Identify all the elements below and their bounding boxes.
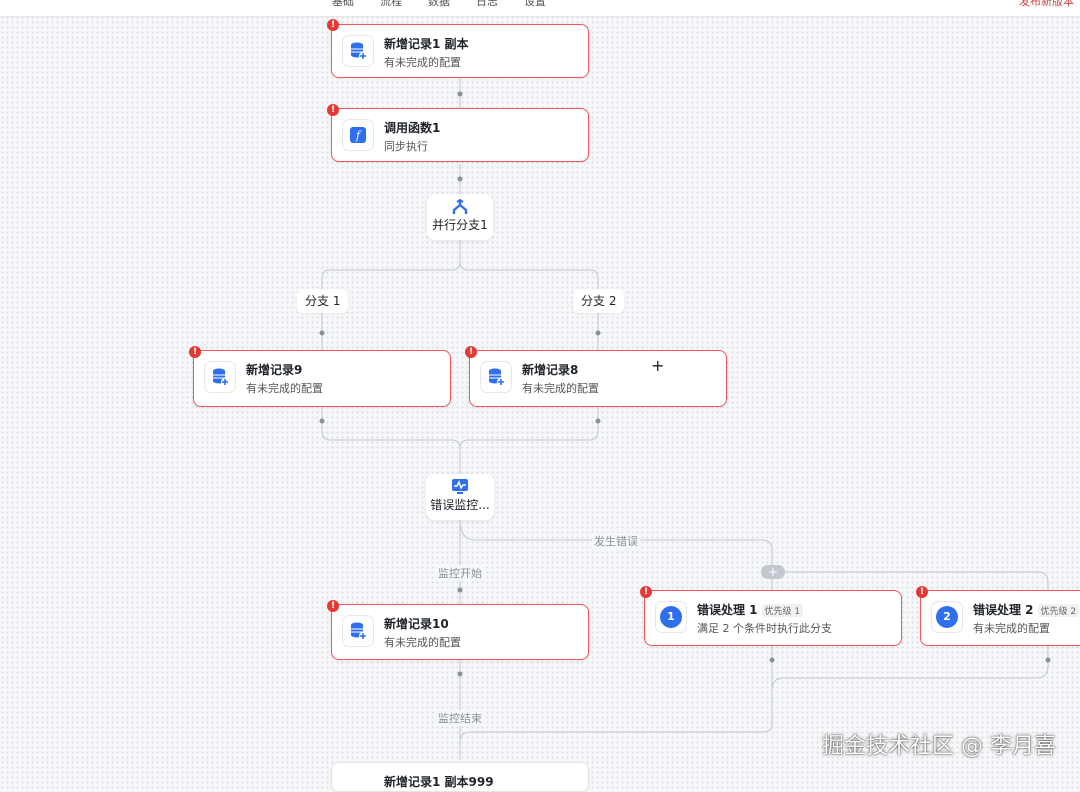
edge-label-monitor-start: 监控开始	[436, 565, 484, 581]
node-title: 调用函数1	[384, 121, 441, 135]
watermark: 掘金技术社区 @ 李月喜	[822, 734, 1056, 759]
svg-text:f: f	[355, 129, 362, 142]
node-error-monitor[interactable]: 错误监控...	[426, 474, 494, 520]
priority-badge: 优先级 2	[1037, 604, 1080, 617]
node-call-function[interactable]: f 调用函数1 同步执行	[331, 108, 589, 162]
toolbar-item[interactable]: 数据	[428, 0, 450, 8]
parallel-branch-icon	[452, 199, 468, 214]
warning-icon: !	[916, 586, 928, 598]
branch-label-2[interactable]: 分支 2	[573, 289, 625, 313]
toolbar-item[interactable]: 流程	[380, 0, 402, 8]
node-title: 新增记录10	[384, 617, 449, 631]
top-toolbar: 基础 流程 数据 日志 设置 发布新版本	[0, 0, 1080, 17]
node-add-record-8[interactable]: 新增记录8 有未完成的配置	[469, 350, 727, 407]
toolbar-item[interactable]: 日志	[476, 0, 498, 8]
database-add-icon	[342, 35, 374, 67]
node-title: 并行分支1	[432, 218, 488, 232]
warning-icon: !	[640, 586, 652, 598]
node-title: 错误监控...	[430, 498, 490, 512]
node-parallel-branch[interactable]: 并行分支1	[427, 194, 493, 240]
warning-icon: !	[327, 104, 339, 116]
number-2-icon: 2	[931, 601, 963, 633]
node-title: 新增记录9	[246, 363, 303, 377]
toolbar-item[interactable]: 设置	[524, 0, 546, 8]
node-title: 新增记录1 副本999	[384, 775, 494, 789]
node-add-record-9[interactable]: 新增记录9 有未完成的配置	[193, 350, 451, 407]
node-status: 同步执行	[384, 140, 428, 153]
branch-label-1[interactable]: 分支 1	[297, 289, 349, 313]
node-title: 错误处理 2	[973, 603, 1034, 617]
warning-icon: !	[465, 346, 477, 358]
database-add-icon	[342, 615, 374, 647]
function-icon: f	[342, 119, 374, 151]
node-bottom-partial[interactable]: 新增记录1 副本999	[331, 762, 589, 792]
priority-badge: 优先级 1	[761, 604, 804, 617]
warning-icon: !	[327, 600, 339, 612]
crosshair-cursor-icon: +	[651, 356, 665, 375]
publish-button[interactable]: 发布新版本	[1019, 0, 1074, 8]
node-status: 有未完成的配置	[384, 56, 461, 69]
node-title: 新增记录8	[522, 363, 579, 377]
node-status: 有未完成的配置	[973, 622, 1050, 635]
toolbar-item[interactable]: 基础	[332, 0, 354, 8]
node-status: 有未完成的配置	[384, 636, 461, 649]
node-title: 新增记录1 副本	[384, 37, 469, 51]
monitor-icon	[452, 479, 468, 494]
node-add-record-copy[interactable]: 新增记录1 副本 有未完成的配置	[331, 24, 589, 78]
warning-icon: !	[189, 346, 201, 358]
node-status: 有未完成的配置	[522, 382, 599, 395]
node-status: 有未完成的配置	[246, 382, 323, 395]
node-status: 满足 2 个条件时执行此分支	[697, 622, 832, 635]
edge-label-monitor-end: 监控结束	[436, 710, 484, 726]
number-1-icon: 1	[655, 601, 687, 633]
database-add-icon	[480, 361, 512, 393]
node-title: 错误处理 1	[697, 603, 758, 617]
add-branch-button[interactable]: +	[761, 565, 785, 579]
edge-label-error: 发生错误	[592, 533, 640, 549]
database-add-icon	[204, 361, 236, 393]
node-add-record-10[interactable]: 新增记录10 有未完成的配置	[331, 604, 589, 660]
warning-icon: !	[327, 19, 339, 31]
